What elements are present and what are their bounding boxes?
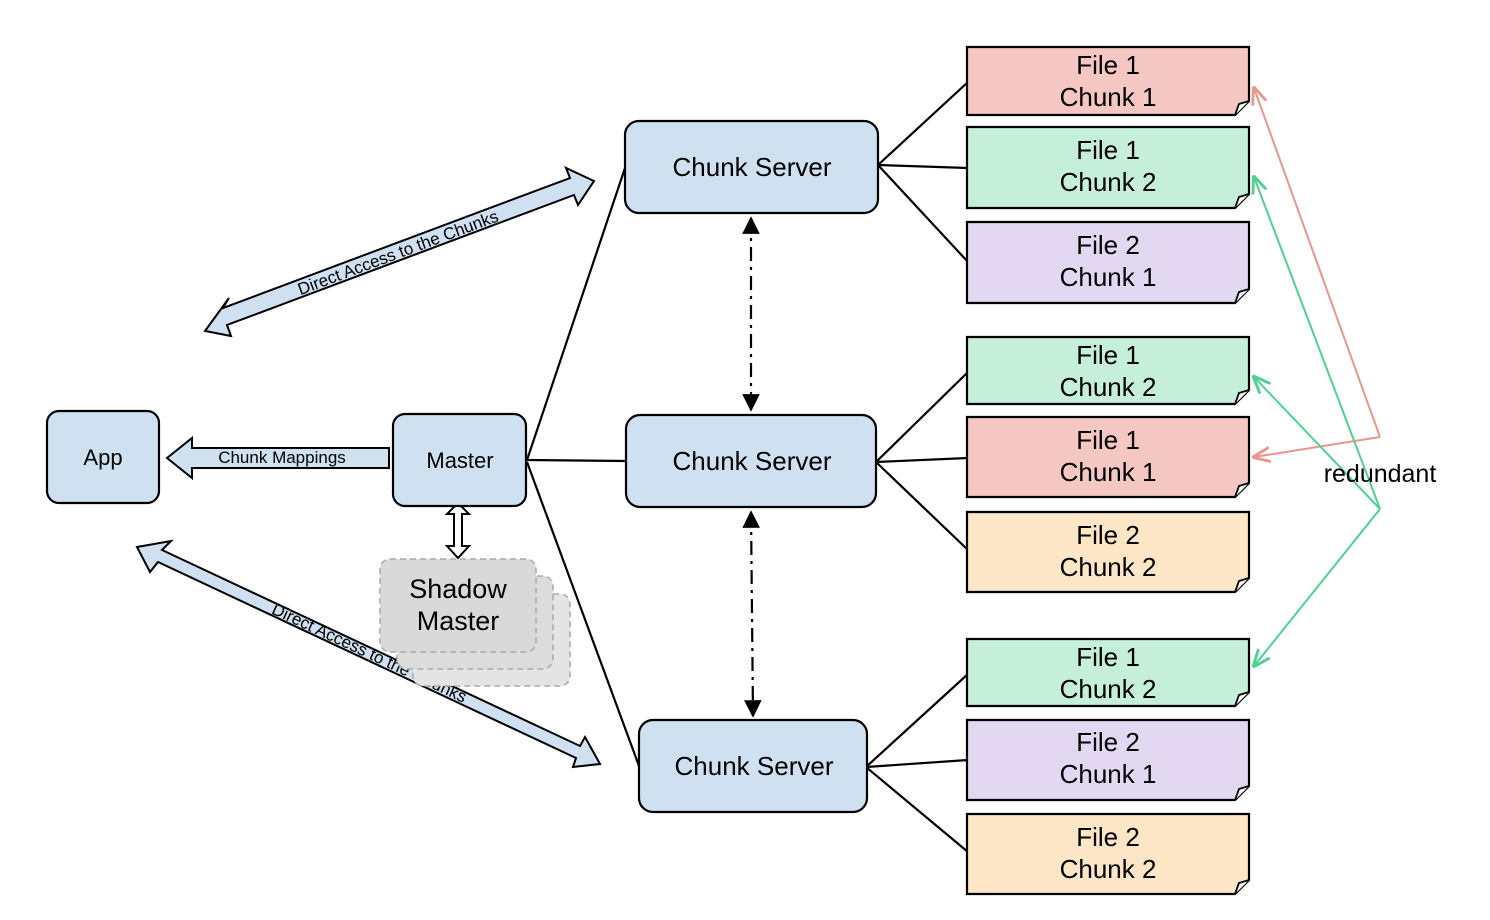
chunk-chunk-label: Chunk 2	[1060, 674, 1157, 704]
chunk-file-label: File 1	[1076, 642, 1140, 672]
redundant-arrows-file1-chunk1	[1254, 88, 1381, 457]
page-fold-icon	[1234, 193, 1250, 209]
replication-links	[742, 216, 762, 718]
chunk-server-1: Chunk Server	[623, 119, 880, 215]
page-fold-icon	[1234, 482, 1250, 498]
chunk-chunk-label: Chunk 1	[1060, 262, 1157, 292]
app-node: App	[45, 409, 161, 505]
page-fold-icon	[1234, 691, 1250, 707]
chunk-file-2: File 1 Chunk 2	[965, 125, 1251, 210]
chunk-file-7: File 1 Chunk 2	[965, 637, 1251, 708]
chunk-server-2: Chunk Server	[624, 413, 878, 509]
chunk-file-label: File 1	[1076, 50, 1140, 80]
master-node: Master	[391, 412, 528, 508]
chunk-server-label: Chunk Server	[673, 152, 832, 182]
chunk-chunk-label: Chunk 1	[1060, 457, 1157, 487]
chunk-file-label: File 1	[1076, 425, 1140, 455]
chunk-server-3: Chunk Server	[637, 718, 869, 814]
chunk-file-label: File 1	[1076, 340, 1140, 370]
shadow-master-line1: Shadow	[409, 574, 507, 604]
chunk-mappings-label: Chunk Mappings	[218, 448, 346, 467]
chunk-chunk-label: Chunk 2	[1060, 167, 1157, 197]
chunk-file-1: File 1 Chunk 1	[965, 45, 1251, 117]
chunk-file-label: File 1	[1076, 135, 1140, 165]
direct-access-top-arrow: Direct Access to the Chunks	[203, 166, 596, 338]
chunk-file-label: File 2	[1076, 822, 1140, 852]
shadow-master-line2: Master	[417, 606, 500, 636]
page-fold-icon	[1234, 577, 1250, 593]
chunk-file-label: File 2	[1076, 230, 1140, 260]
page-fold-icon	[1234, 879, 1250, 895]
chunk-chunk-label: Chunk 1	[1060, 759, 1157, 789]
master-label: Master	[426, 448, 493, 473]
page-fold-icon	[1234, 785, 1250, 801]
page-fold-icon	[1234, 100, 1250, 116]
redundant-label: redundant	[1324, 460, 1437, 488]
shadow-master: Shadow Master	[379, 558, 571, 687]
chunk-file-9: File 2 Chunk 2	[965, 812, 1251, 896]
chunk-file-6: File 2 Chunk 2	[965, 510, 1251, 594]
chunk-file-label: File 2	[1076, 520, 1140, 550]
chunk-mappings-arrow: Chunk Mappings	[165, 435, 390, 481]
chunk-file-3: File 2 Chunk 1	[965, 220, 1251, 305]
chunk-chunk-label: Chunk 2	[1060, 372, 1157, 402]
app-label: App	[83, 445, 122, 470]
redundant-arrows-file1-chunk2	[1254, 177, 1381, 666]
shadow-link-arrow	[444, 501, 472, 560]
chunk-chunk-label: Chunk 2	[1060, 552, 1157, 582]
chunk-chunk-label: Chunk 1	[1060, 82, 1157, 112]
page-fold-icon	[1234, 389, 1250, 405]
chunk-chunk-label: Chunk 2	[1060, 854, 1157, 884]
chunk-file-label: File 2	[1076, 727, 1140, 757]
chunk-file-8: File 2 Chunk 1	[965, 718, 1251, 802]
chunk-server-label: Chunk Server	[673, 446, 832, 476]
direct-access-top-label: Direct Access to the Chunks	[295, 207, 501, 299]
page-fold-icon	[1234, 288, 1250, 304]
chunk-files: File 1 Chunk 1 File 1 Chunk 2 File 2 Chu…	[965, 45, 1251, 896]
chunk-server-label: Chunk Server	[675, 751, 834, 781]
chunk-file-5: File 1 Chunk 1	[965, 415, 1251, 499]
master-connectors	[525, 167, 641, 767]
chunk-file-4: File 1 Chunk 2	[965, 335, 1251, 406]
chunk-connectors	[865, 81, 969, 853]
sync-arrow-bottom	[742, 510, 762, 718]
